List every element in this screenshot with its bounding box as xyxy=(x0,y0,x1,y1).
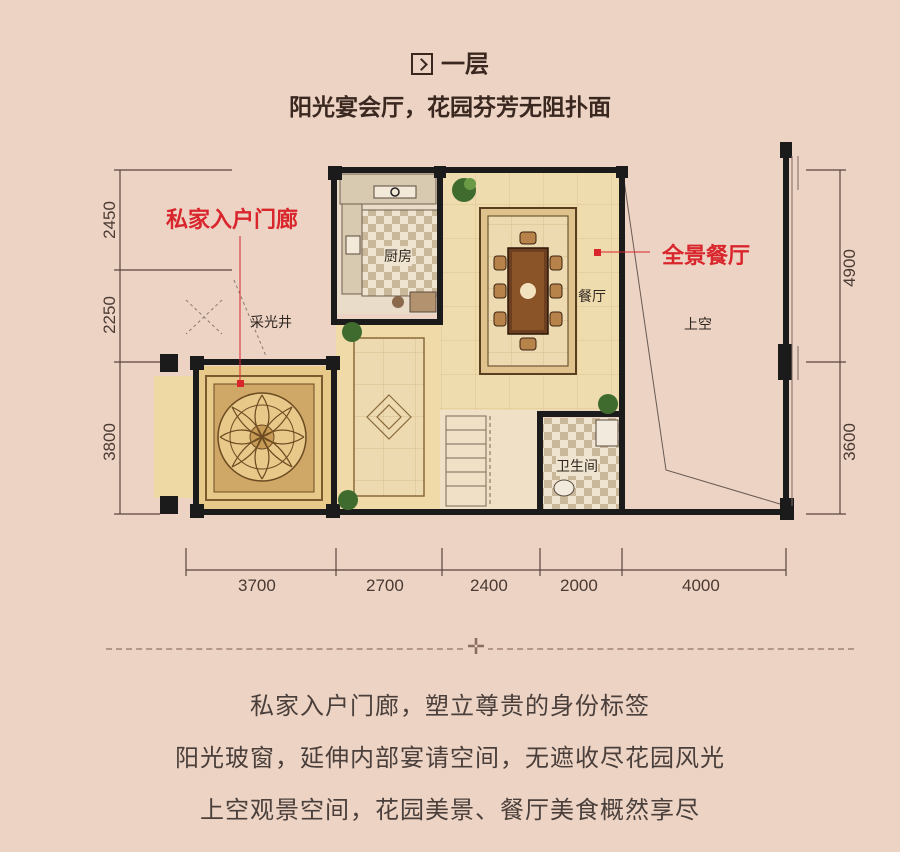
callout-dot-entry xyxy=(237,380,244,387)
room-label-dining: 餐厅 xyxy=(578,289,606,305)
floor-title-text: 一层 xyxy=(441,49,489,78)
floor-title: 一层 xyxy=(0,44,900,79)
dim-bottom-4: 2000 xyxy=(560,576,598,595)
dim-bottom-5: 4000 xyxy=(682,576,720,595)
callout-panoramic-dining: 全景餐厅 xyxy=(662,244,751,269)
plus-ornament-icon: ✛ xyxy=(464,636,488,660)
dim-bottom-2: 2700 xyxy=(366,576,404,595)
callout-entry-corridor: 私家入户门廊 xyxy=(166,208,299,233)
room-label-light-well: 采光井 xyxy=(250,315,292,331)
dining-table xyxy=(493,231,563,351)
porch-floor xyxy=(154,376,198,498)
description-line-3: 上空观景空间，花园美景、餐厅美食概然享尽 xyxy=(200,796,700,824)
void-area xyxy=(622,176,778,512)
plant-icons xyxy=(338,178,618,510)
dim-lines-left xyxy=(114,169,232,515)
arrow-box-icon xyxy=(411,53,433,75)
medallion xyxy=(217,392,307,482)
dim-bottom-3: 2400 xyxy=(470,576,508,595)
description-line-2: 阳光玻窗，延伸内部宴请空间，无遮收尽花园风光 xyxy=(175,744,725,772)
dim-left-3: 3800 xyxy=(100,423,119,461)
room-label-void: 上空 xyxy=(684,317,712,333)
subtitle: 阳光宴会厅，花园芬芳无阻扑面 xyxy=(289,94,611,121)
dim-lines-bottom xyxy=(185,548,787,576)
columns xyxy=(160,142,794,520)
room-label-bathroom: 卫生间 xyxy=(556,456,598,476)
callout-dot-dining xyxy=(594,249,601,256)
description-line-1: 私家入户门廊，塑立尊贵的身份标签 xyxy=(250,692,650,720)
dim-right-2: 3600 xyxy=(840,423,859,461)
dim-left-2: 2250 xyxy=(100,296,119,334)
dim-lines-right xyxy=(806,169,846,515)
dim-left-1: 2450 xyxy=(100,201,119,239)
walls xyxy=(193,147,789,515)
dim-bottom-1: 3700 xyxy=(238,576,276,595)
room-label-kitchen: 厨房 xyxy=(384,246,412,266)
dim-right-1: 4900 xyxy=(840,249,859,287)
